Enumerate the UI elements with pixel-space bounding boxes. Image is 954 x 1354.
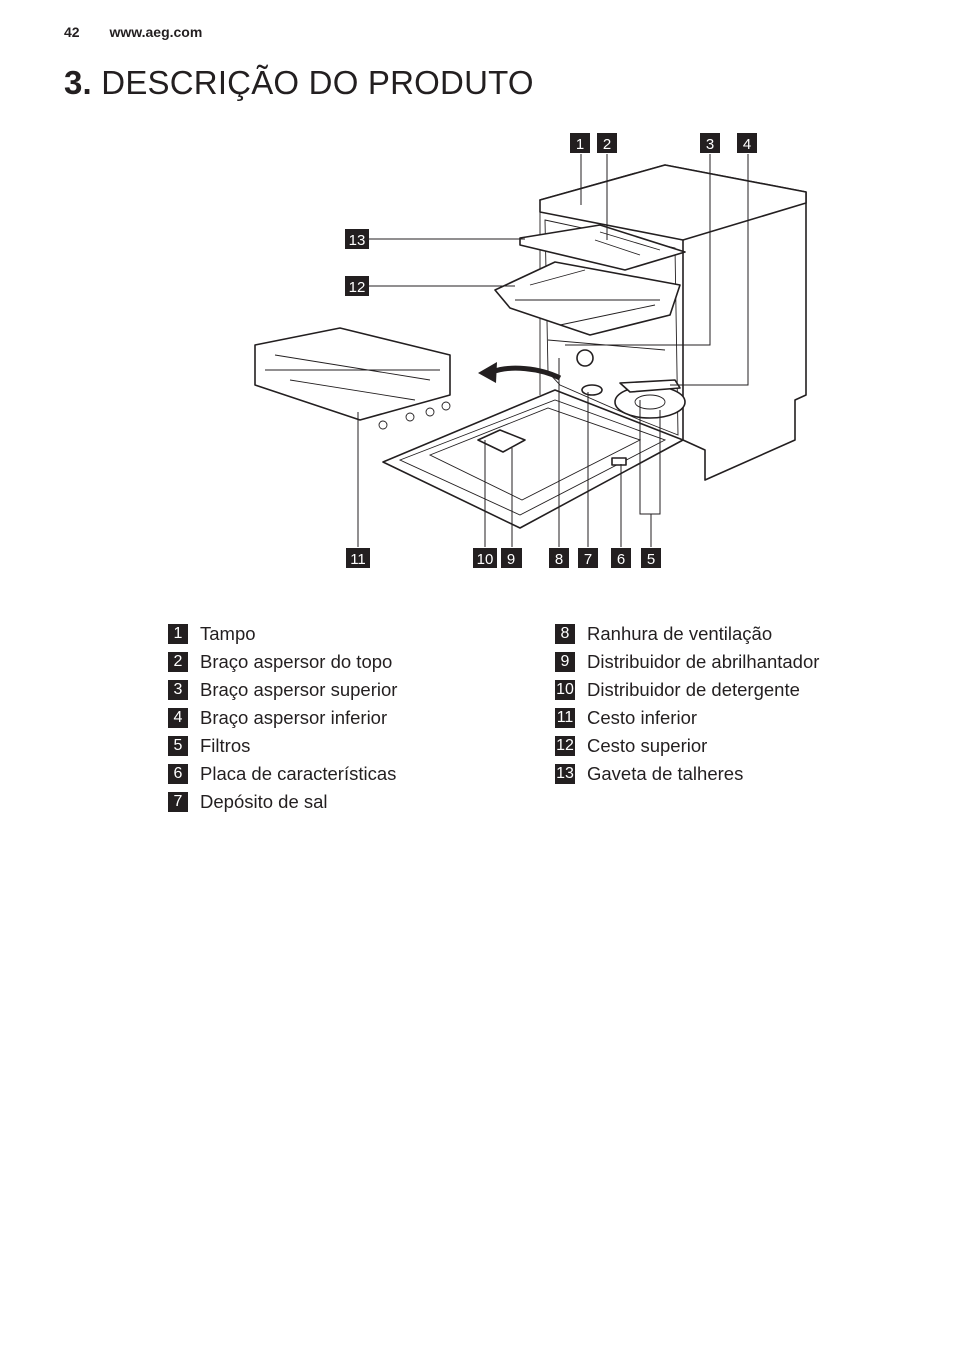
lower-spray-arm <box>619 379 681 393</box>
lower-basket <box>254 327 451 421</box>
legend-number: 9 <box>555 652 575 672</box>
svg-text:4: 4 <box>743 136 751 153</box>
ventilation-slot <box>576 349 594 367</box>
legend-label: Distribuidor de detergente <box>587 679 800 700</box>
legend-item: 8 Ranhura de ventilação <box>555 620 819 648</box>
callout-11: 11 <box>346 548 370 568</box>
callout-2: 2 <box>597 133 617 153</box>
salt-container <box>581 384 603 396</box>
callout-7: 7 <box>578 548 598 568</box>
svg-text:6: 6 <box>617 551 625 568</box>
legend-number: 1 <box>168 624 188 644</box>
svg-text:8: 8 <box>555 551 563 568</box>
legend-item: 7 Depósito de sal <box>168 788 397 816</box>
page-header: 42 www.aeg.com <box>64 24 202 40</box>
callout-4: 4 <box>737 133 757 153</box>
callout-13: 13 <box>345 229 369 249</box>
legend-item: 3 Braço aspersor superior <box>168 676 397 704</box>
section-title: DESCRIÇÃO DO PRODUTO <box>101 64 534 101</box>
dishwasher-illustration: 1 2 3 4 13 12 11 10 9 8 7 6 5 <box>254 133 807 568</box>
legend-number: 10 <box>555 680 575 700</box>
legend-number: 8 <box>555 624 575 644</box>
legend-item: 9 Distribuidor de abrilhantador <box>555 648 819 676</box>
dishwasher-diagram: 1 2 3 4 13 12 11 10 9 8 7 6 5 <box>240 125 820 585</box>
callout-1: 1 <box>570 133 590 153</box>
legend-label: Cesto superior <box>587 735 708 756</box>
legend-number: 7 <box>168 792 188 812</box>
svg-text:3: 3 <box>706 136 714 153</box>
callout-6: 6 <box>611 548 631 568</box>
upper-basket <box>494 261 681 336</box>
legend-label: Gaveta de talheres <box>587 763 744 784</box>
page-title: 3. DESCRIÇÃO DO PRODUTO <box>64 64 534 102</box>
arrow-head <box>478 362 497 383</box>
legend-item: 12 Cesto superior <box>555 732 819 760</box>
svg-text:12: 12 <box>349 279 366 296</box>
callout-5: 5 <box>641 548 661 568</box>
section-number: 3. <box>64 64 92 101</box>
legend-number: 5 <box>168 736 188 756</box>
legend-item: 11 Cesto inferior <box>555 704 819 732</box>
callout-9: 9 <box>501 548 522 568</box>
legend-number: 4 <box>168 708 188 728</box>
legend-number: 13 <box>555 764 575 784</box>
legend-label: Distribuidor de abrilhantador <box>587 651 820 672</box>
svg-text:7: 7 <box>584 551 592 568</box>
leader-lines <box>357 154 749 547</box>
legend-item: 1 Tampo <box>168 620 397 648</box>
callout-10: 10 <box>473 548 497 568</box>
legend-number: 2 <box>168 652 188 672</box>
svg-text:5: 5 <box>647 551 655 568</box>
legend-item: 10 Distribuidor de detergente <box>555 676 819 704</box>
callout-8: 8 <box>549 548 569 568</box>
legend-number: 11 <box>555 708 575 728</box>
legend-number: 3 <box>168 680 188 700</box>
legend-label: Filtros <box>200 735 251 756</box>
legend-label: Depósito de sal <box>200 791 328 812</box>
callout-3: 3 <box>700 133 720 153</box>
svg-text:1: 1 <box>576 136 584 153</box>
legend-number: 6 <box>168 764 188 784</box>
open-door <box>382 389 684 529</box>
svg-text:13: 13 <box>349 232 366 249</box>
svg-text:9: 9 <box>507 551 515 568</box>
legend-item: 5 Filtros <box>168 732 397 760</box>
remove-arrow <box>491 365 562 381</box>
legend-label: Braço aspersor inferior <box>200 707 388 728</box>
rating-plate <box>611 457 627 466</box>
legend-label: Braço aspersor do topo <box>200 651 393 672</box>
legend-label: Tampo <box>200 623 256 644</box>
page-number: 42 <box>64 24 80 40</box>
cutlery-drawer <box>519 224 686 271</box>
svg-text:2: 2 <box>603 136 611 153</box>
legend-label: Placa de características <box>200 763 397 784</box>
legend-item: 2 Braço aspersor do topo <box>168 648 397 676</box>
legend-number: 12 <box>555 736 575 756</box>
legend-item: 6 Placa de características <box>168 760 397 788</box>
legend-label: Ranhura de ventilação <box>587 623 773 644</box>
legend-item: 13 Gaveta de talheres <box>555 760 819 788</box>
legend-item: 4 Braço aspersor inferior <box>168 704 397 732</box>
website-link[interactable]: www.aeg.com <box>109 24 203 40</box>
svg-text:11: 11 <box>350 551 366 568</box>
legend-label: Cesto inferior <box>587 707 698 728</box>
detergent-dispenser <box>477 429 526 453</box>
legend-label: Braço aspersor superior <box>200 679 398 700</box>
svg-text:10: 10 <box>477 551 494 568</box>
callout-12: 12 <box>345 276 369 296</box>
